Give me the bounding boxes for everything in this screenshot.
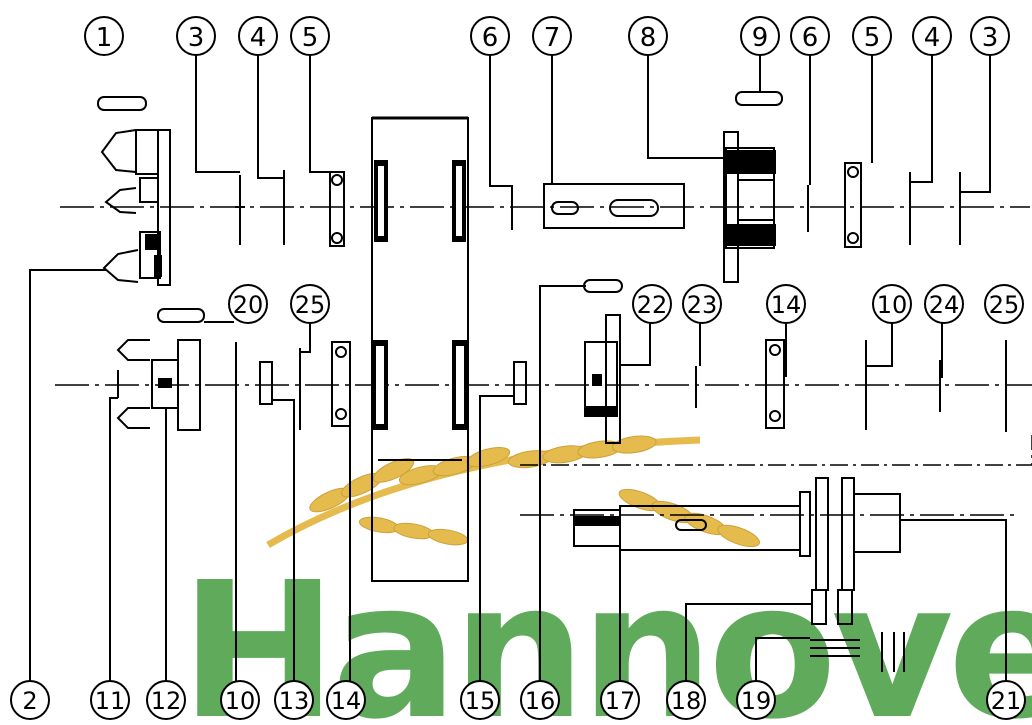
svg-text:25: 25: [989, 291, 1020, 319]
callout-13: 13: [274, 680, 314, 720]
svg-text:20: 20: [233, 291, 264, 319]
svg-text:21: 21: [991, 687, 1022, 715]
svg-text:19: 19: [741, 687, 772, 715]
callout-17: 17: [600, 680, 640, 720]
callout-4-left: 4: [238, 16, 278, 56]
callout-22: 22: [632, 284, 672, 324]
callout-11: 11: [90, 680, 130, 720]
callout-24: 24: [924, 284, 964, 324]
svg-text:6: 6: [482, 23, 499, 53]
svg-text:15: 15: [465, 687, 496, 715]
callout-4-right: 4: [912, 16, 952, 56]
svg-text:3: 3: [188, 23, 205, 53]
svg-text:14: 14: [331, 687, 362, 715]
svg-text:13: 13: [279, 687, 310, 715]
callout-18: 18: [666, 680, 706, 720]
watermark-logo: HannoveR: [180, 435, 1032, 725]
svg-text:17: 17: [605, 687, 636, 715]
svg-text:8: 8: [640, 23, 657, 53]
svg-text:3: 3: [982, 23, 999, 53]
callout-6-left: 6: [470, 16, 510, 56]
svg-text:16: 16: [525, 687, 556, 715]
callout-21: 21: [986, 680, 1026, 720]
svg-text:23: 23: [687, 291, 718, 319]
callout-8: 8: [628, 16, 668, 56]
callout-3-left: 3: [176, 16, 216, 56]
callout-14-left: 14: [326, 680, 366, 720]
callout-6-right: 6: [790, 16, 830, 56]
callout-25-right: 25: [984, 284, 1024, 324]
callout-1: 1: [84, 16, 124, 56]
svg-text:10: 10: [225, 687, 256, 715]
callout-7: 7: [532, 16, 572, 56]
svg-text:1: 1: [96, 23, 113, 53]
callout-12: 12: [146, 680, 186, 720]
callout-15: 15: [460, 680, 500, 720]
svg-text:10: 10: [877, 291, 908, 319]
svg-text:14: 14: [771, 291, 802, 319]
callout-3-right: 3: [970, 16, 1010, 56]
svg-text:7: 7: [544, 23, 561, 53]
svg-text:9: 9: [752, 23, 769, 53]
svg-text:11: 11: [95, 687, 126, 715]
svg-text:24: 24: [929, 291, 960, 319]
callout-14-right: 14: [766, 284, 806, 324]
svg-text:22: 22: [637, 291, 668, 319]
callout-23: 23: [682, 284, 722, 324]
svg-text:5: 5: [864, 23, 881, 53]
callout-5-left: 5: [290, 16, 330, 56]
callout-19: 19: [736, 680, 776, 720]
svg-text:2: 2: [22, 687, 37, 715]
callout-16: 16: [520, 680, 560, 720]
callout-25-left: 25: [290, 284, 330, 324]
svg-text:4: 4: [924, 23, 941, 53]
svg-text:6: 6: [802, 23, 819, 53]
callout-5-right: 5: [852, 16, 892, 56]
callout-10-right: 10: [872, 284, 912, 324]
svg-text:5: 5: [302, 23, 319, 53]
svg-text:12: 12: [151, 687, 182, 715]
svg-text:25: 25: [295, 291, 326, 319]
callout-20: 20: [228, 284, 268, 324]
callout-10-left: 10: [220, 680, 260, 720]
svg-text:18: 18: [671, 687, 702, 715]
svg-text:4: 4: [250, 23, 267, 53]
drawing-lines: [29, 48, 1032, 700]
callout-2: 2: [10, 680, 50, 720]
callout-9: 9: [740, 16, 780, 56]
